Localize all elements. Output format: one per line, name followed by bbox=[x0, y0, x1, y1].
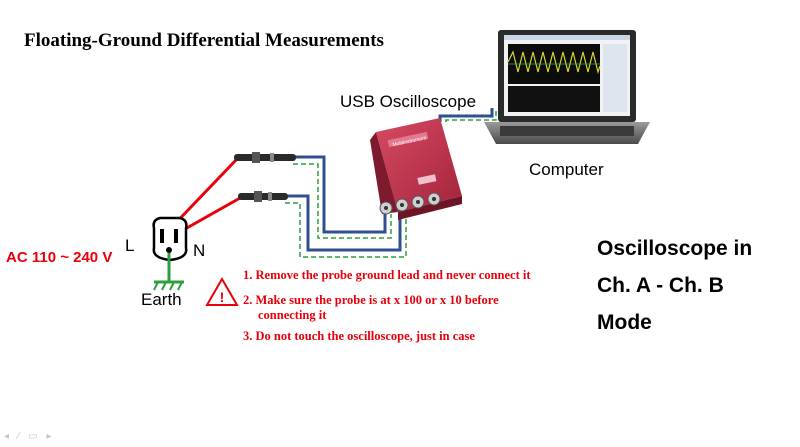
mode-line-3: Mode bbox=[597, 311, 652, 334]
mode-line-2: Ch. A - Ch. B bbox=[597, 274, 724, 297]
computer-label: Computer bbox=[529, 160, 604, 179]
neutral-terminal-label: N bbox=[193, 241, 206, 260]
probe-wire-b bbox=[177, 196, 241, 235]
earth-ground-icon bbox=[153, 253, 184, 291]
ac-voltage-label: AC 110 ~ 240 V bbox=[6, 249, 113, 266]
probe-a bbox=[234, 152, 296, 163]
warning-item-1: 1. Remove the probe ground lead and neve… bbox=[243, 268, 531, 282]
mode-line-1: Oscilloscope in bbox=[597, 237, 753, 260]
usb-oscilloscope-device: MultiInstrument bbox=[370, 118, 462, 220]
svg-text:!: ! bbox=[220, 289, 225, 305]
mode-description: Oscilloscope in Ch. A - Ch. B Mode bbox=[597, 230, 752, 341]
bnc-connectors bbox=[379, 192, 441, 215]
warning-item-2-continued: connecting it bbox=[258, 308, 327, 322]
warning-item-2: 2. Make sure the probe is at x 100 or x … bbox=[243, 293, 499, 307]
live-terminal-label: L bbox=[125, 236, 135, 255]
page-title: Floating-Ground Differential Measurement… bbox=[24, 30, 384, 51]
warning-item-3: 3. Do not touch the oscilloscope, just i… bbox=[243, 329, 475, 343]
power-outlet-icon bbox=[152, 216, 188, 262]
usb-oscilloscope-label: USB Oscilloscope bbox=[340, 92, 477, 111]
warning-triangle-icon: ! bbox=[205, 276, 239, 306]
probe-b bbox=[238, 191, 288, 202]
laptop-computer bbox=[484, 30, 650, 144]
slide-navigation-controls[interactable]: ◂ ⁄ ▭ ▸ bbox=[4, 431, 55, 442]
earth-label: Earth bbox=[141, 290, 182, 309]
